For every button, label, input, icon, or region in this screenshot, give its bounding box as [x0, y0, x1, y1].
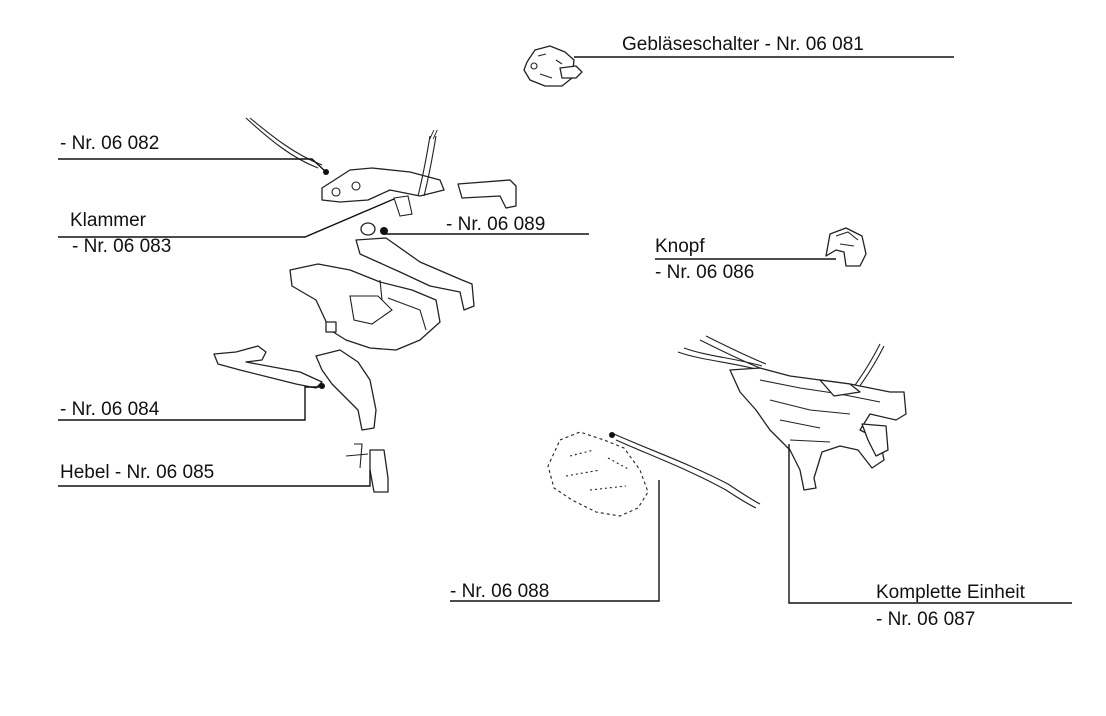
knob-part [825, 227, 867, 267]
label-nr-06087: - Nr. 06 087 [876, 609, 976, 630]
label-nr-06083: - Nr. 06 083 [72, 236, 172, 257]
label-nr-06086: - Nr. 06 086 [655, 262, 755, 283]
label-knob: Knopf [655, 236, 705, 257]
label-nr-06089: - Nr. 06 089 [446, 214, 546, 235]
complete-unit-part [677, 335, 907, 491]
label-nr-06084: - Nr. 06 084 [60, 399, 160, 420]
label-blower-switch: Gebläseschalter - Nr. 06 081 [622, 34, 864, 55]
blower-switch-part [523, 45, 583, 87]
cable-mark: // [430, 128, 437, 142]
label-nr-06082: - Nr. 06 082 [60, 133, 160, 154]
label-clamp: Klammer [70, 210, 147, 231]
label-complete-unit: Komplette Einheit [876, 582, 1025, 603]
leader-lines [58, 158, 1072, 604]
label-lever: Hebel - Nr. 06 085 [60, 462, 215, 483]
control-lever-assembly [213, 117, 517, 493]
cable-assembly-part [547, 431, 761, 517]
label-nr-06088: - Nr. 06 088 [450, 581, 550, 602]
